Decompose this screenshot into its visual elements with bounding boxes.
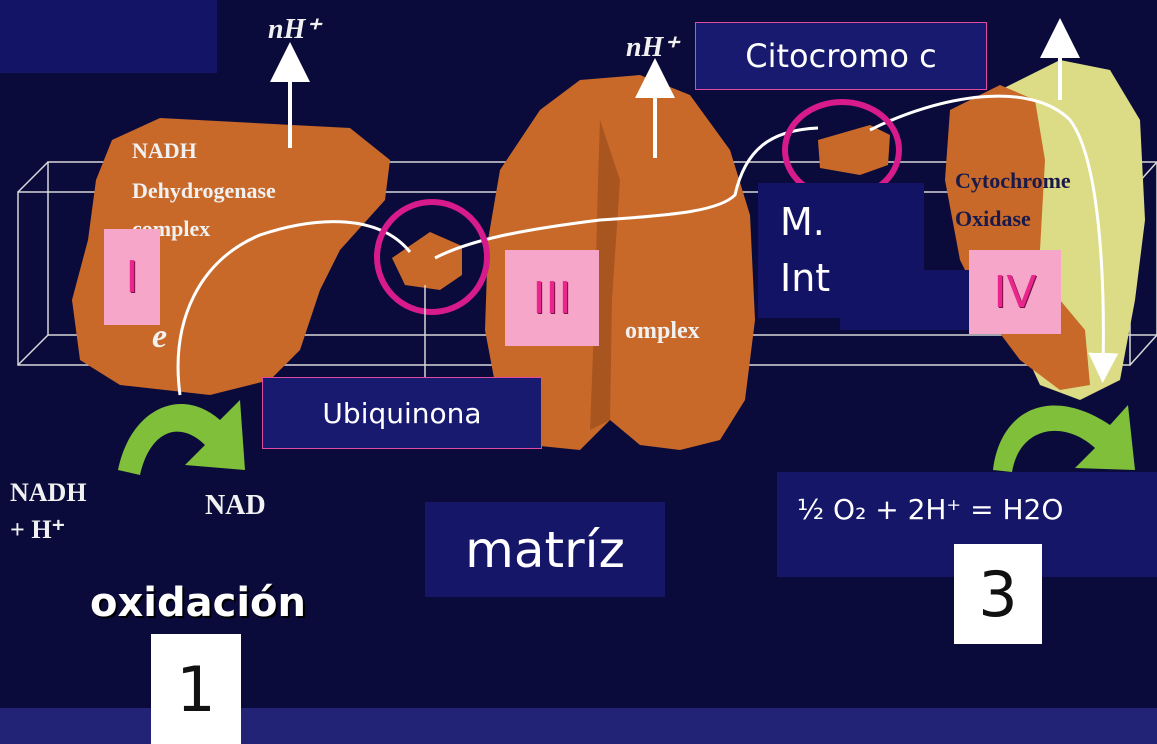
step-number-three: 3 bbox=[954, 544, 1042, 644]
nadh-dh-label-1: NADH bbox=[132, 138, 197, 164]
ubiquinone-shape bbox=[392, 232, 462, 290]
citocromo-c-label: Citocromo c bbox=[695, 22, 987, 90]
nh-label-mid: nH⁺ bbox=[626, 30, 678, 64]
cyto-ox-label-2: Oxidase bbox=[955, 206, 1031, 232]
ubiquinona-label: Ubiquinona bbox=[262, 377, 542, 449]
green-arrow-left bbox=[118, 400, 245, 475]
equation-label: ½ O₂ + 2H⁺ = H2O bbox=[797, 493, 1063, 526]
nadh-label-2: + H⁺ bbox=[10, 515, 65, 545]
green-arrow-right bbox=[993, 405, 1135, 472]
nad-label: NAD bbox=[205, 490, 266, 522]
cyto-ox-label-1: Cytochrome bbox=[955, 168, 1071, 194]
matriz-label: matríz bbox=[425, 502, 665, 597]
nadh-dh-label-2: Dehydrogenase bbox=[132, 178, 276, 204]
oxidacion-label: oxidación bbox=[90, 580, 306, 626]
nadh-label-1: NADH bbox=[10, 478, 87, 508]
membrana-label-2: Int bbox=[780, 256, 830, 300]
complex-i-numeral: I bbox=[104, 229, 160, 325]
step-number-one: 1 bbox=[151, 634, 241, 744]
complex-mid-label: omplex bbox=[625, 318, 700, 345]
complex-iv-numeral: IV bbox=[969, 250, 1061, 334]
membrana-label-1: M. bbox=[780, 200, 825, 244]
cytochrome-c-shape bbox=[818, 125, 890, 175]
complex-iii-numeral: III bbox=[505, 250, 599, 346]
nh-label-left: nH⁺ bbox=[268, 12, 320, 46]
